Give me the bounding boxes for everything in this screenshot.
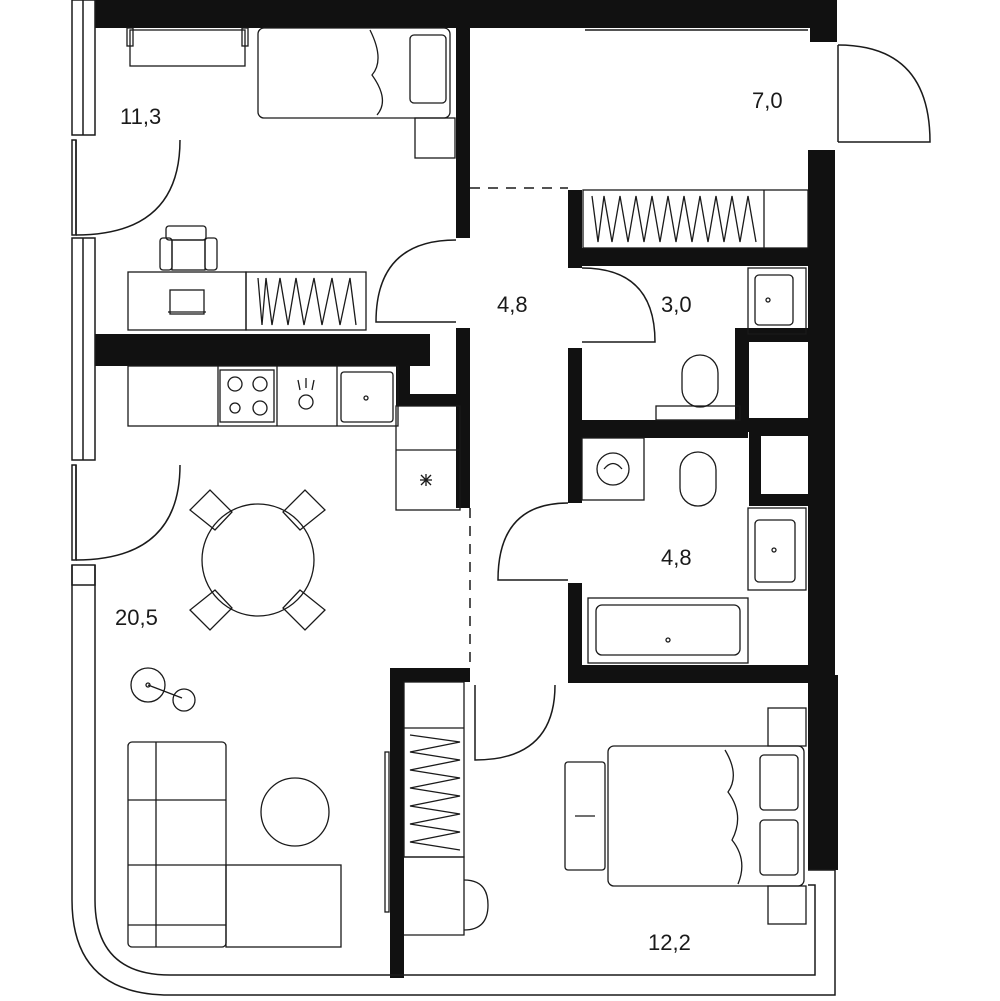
room-area-corridor: 4,8 (497, 292, 528, 317)
room-area-hall-entry: 7,0 (752, 88, 783, 113)
desk-icon (127, 271, 247, 331)
washing-machine-icon (581, 437, 645, 501)
chair-icon (159, 225, 218, 271)
wardrobe-icon (245, 271, 367, 331)
window-icon (71, 0, 808, 586)
sink-icon (340, 371, 394, 423)
room-area-bedroom-small: 11,3 (120, 104, 161, 129)
wardrobe-icon (403, 681, 489, 936)
room-area-bedroom-master: 12,2 (648, 930, 691, 955)
room-area-toilet: 3,0 (661, 292, 692, 317)
room-area-kitchen-living: 20,5 (115, 605, 158, 630)
dashed-divider (469, 187, 568, 668)
furniture (126, 27, 809, 948)
sink-icon (747, 267, 807, 335)
sofa-icon (127, 741, 342, 948)
single-bed-icon (257, 27, 456, 159)
wardrobe-icon (582, 189, 809, 249)
kitchen-counter (127, 365, 461, 511)
room-labels: 11,3 7,0 4,8 3,0 4,8 20,5 12,2 (115, 88, 783, 955)
bench-icon (126, 27, 249, 67)
walls (95, 0, 838, 978)
bathtub-icon (587, 597, 749, 664)
stove-icon (219, 369, 275, 423)
dining-table-icon (189, 489, 326, 631)
door-icon (75, 44, 931, 761)
fridge-icon (420, 474, 432, 486)
tv-icon (384, 751, 390, 913)
toilet-icon (655, 354, 741, 421)
outer-outline (71, 565, 836, 996)
faucet-icon (297, 378, 315, 410)
coffee-table-icon (260, 777, 330, 847)
bench-icon (564, 761, 606, 871)
lamp-icon (130, 667, 196, 712)
double-bed-icon (607, 707, 807, 925)
sink-icon (747, 507, 807, 591)
toilet-icon (679, 451, 717, 507)
room-area-bathroom: 4,8 (661, 545, 692, 570)
